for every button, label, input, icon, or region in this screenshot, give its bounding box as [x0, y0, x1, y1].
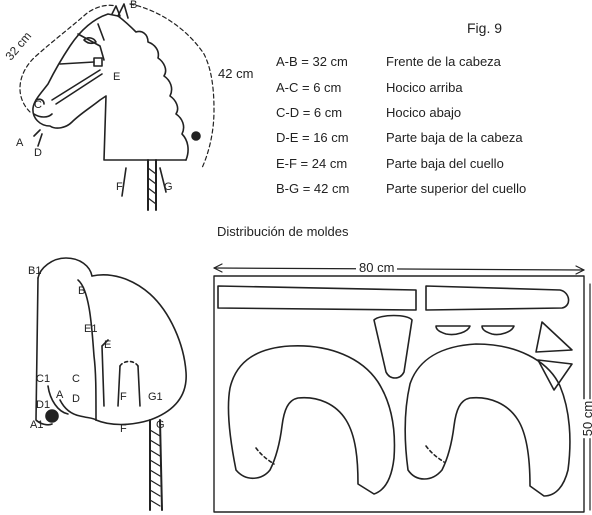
point-label: C — [72, 373, 80, 385]
measurement-description: Hocico abajo — [386, 105, 462, 120]
point-label: F — [120, 391, 127, 403]
figure-label: Fig. 9 — [467, 20, 503, 36]
measurement-description: Parte superior del cuello — [386, 181, 527, 196]
point-label: B — [130, 0, 138, 11]
point-label: E — [113, 71, 121, 83]
point-label: A — [16, 137, 24, 149]
point-label: B — [78, 285, 86, 297]
measurement-row: C-D = 6 cm Hocico abajo — [276, 105, 576, 125]
point-label: F — [120, 423, 127, 435]
measurement-value: D-E = 16 cm — [276, 130, 349, 145]
point-label: D1 — [36, 399, 51, 411]
measurement-row: A-B = 32 cm Frente de la cabeza — [276, 54, 576, 74]
measurement-row: A-C = 6 cm Hocico arriba — [276, 80, 576, 100]
horse-head-drawing — [32, 3, 201, 211]
measurement-row: D-E = 16 cm Parte baja de la cabeza — [276, 130, 576, 150]
point-label: G — [164, 181, 173, 193]
point-label: B1 — [28, 265, 42, 277]
section-title: Distribución de moldes — [217, 224, 349, 239]
measurement-value: B-G = 42 cm — [276, 181, 350, 196]
measurement-description: Frente de la cabeza — [386, 54, 501, 69]
measurement-description: Hocico arriba — [386, 80, 463, 95]
measurement-value: C-D = 6 cm — [276, 105, 343, 120]
point-label: C — [34, 99, 42, 111]
point-label: E1 — [84, 323, 98, 335]
point-label: D — [34, 147, 42, 159]
measurement-description: Parte baja de la cabeza — [386, 130, 523, 145]
measurement-value: A-B = 32 cm — [276, 54, 348, 69]
layout-width-label: 80 cm — [356, 261, 398, 274]
point-label: D — [72, 393, 80, 405]
point-label: E — [104, 339, 112, 351]
layout-height-label: 50 cm — [580, 398, 592, 439]
point-label: A1 — [30, 419, 44, 431]
pattern-pieces-drawing — [35, 257, 187, 511]
head-dimension-lines — [19, 3, 215, 169]
measurement-value: A-C = 6 cm — [276, 80, 342, 95]
cutting-layout-drawing — [213, 263, 591, 513]
neck-dimension-label: 42 cm — [218, 66, 254, 81]
point-label: G — [156, 419, 165, 431]
measurement-description: Parte baja del cuello — [386, 156, 504, 171]
point-label: A — [56, 389, 64, 401]
measurement-value: E-F = 24 cm — [276, 156, 348, 171]
measurement-row: B-G = 42 cm Parte superior del cuello — [276, 181, 576, 201]
point-label: G1 — [148, 391, 163, 403]
point-label: F — [116, 181, 123, 193]
measurement-row: E-F = 24 cm Parte baja del cuello — [276, 156, 576, 176]
point-label: C1 — [36, 373, 51, 385]
